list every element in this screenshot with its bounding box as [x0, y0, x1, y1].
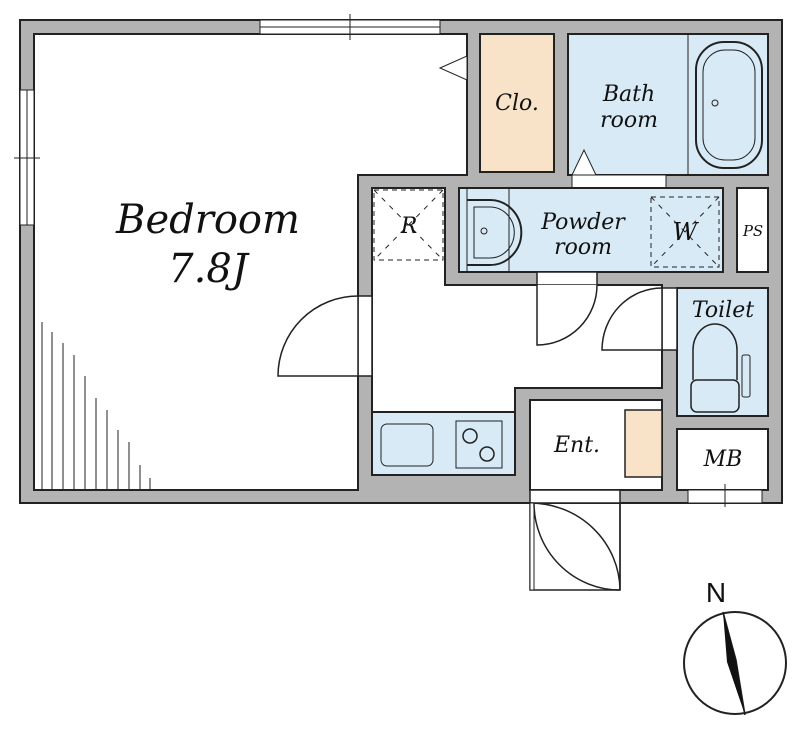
toilet-icon [692, 323, 738, 380]
compass: N [683, 577, 787, 716]
burner-icon [479, 446, 495, 462]
washer-label: W [673, 218, 700, 246]
bathtub [695, 41, 763, 169]
pipe-space [736, 187, 769, 273]
meter-box [676, 428, 769, 491]
closet [479, 33, 555, 173]
bedroom-size: 7.8J [168, 246, 250, 292]
bedroom [33, 33, 468, 491]
powder-label-1: Powder [540, 210, 626, 235]
bedroom-door[interactable] [277, 295, 359, 377]
bath-label-1: Bath [602, 82, 655, 107]
bedroom-door-opening [357, 295, 373, 377]
toilet-room [676, 287, 769, 417]
washer-space [650, 196, 720, 268]
refrigerator-space [373, 189, 444, 261]
compass-north-label: N [706, 577, 726, 608]
stove [455, 420, 503, 469]
bath-label-2: room [600, 108, 658, 133]
powder-room-door[interactable] [536, 284, 598, 346]
toilet-door[interactable] [601, 287, 663, 351]
entrance-label: Ent. [553, 433, 600, 458]
refrigerator-label: R [400, 214, 418, 239]
ps-label: PS [742, 222, 763, 240]
toilet-label: Toilet [692, 298, 754, 323]
sink [380, 423, 434, 467]
burner-icon [462, 428, 478, 444]
bedroom-label: Bedroom [115, 197, 300, 243]
closet-door-marker [438, 55, 468, 81]
washbasin [467, 199, 523, 266]
mb-label: MB [703, 447, 743, 472]
bathroom [567, 33, 769, 176]
compass-needle-dark [723, 612, 745, 715]
powder-label-2: room [554, 235, 612, 260]
stair-lines [41, 322, 151, 490]
shoe-cabinet [624, 409, 663, 478]
closet-label: Clo. [495, 91, 539, 116]
